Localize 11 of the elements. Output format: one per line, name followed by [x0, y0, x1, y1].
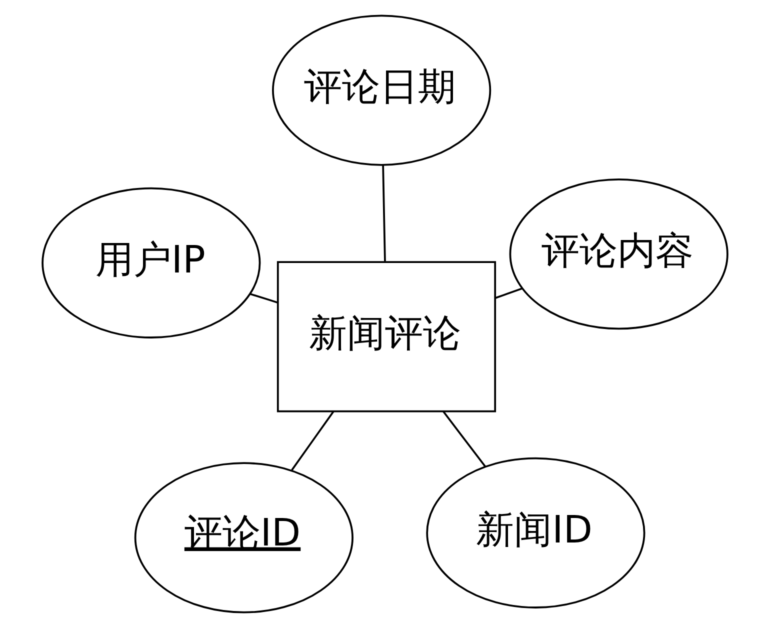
connector [442, 410, 486, 468]
node-box: 新闻评论 [276, 261, 496, 412]
connector [494, 288, 522, 299]
connector [250, 293, 278, 304]
node-ellipse: 新闻ID [426, 457, 645, 608]
node-ellipse: 评论ID [134, 462, 353, 614]
connector [382, 165, 386, 262]
connector [290, 411, 334, 471]
node-ellipse: 评论日期 [272, 14, 491, 166]
node-ellipse: 评论内容 [508, 178, 728, 330]
node-ellipse: 用户IP [41, 187, 260, 338]
